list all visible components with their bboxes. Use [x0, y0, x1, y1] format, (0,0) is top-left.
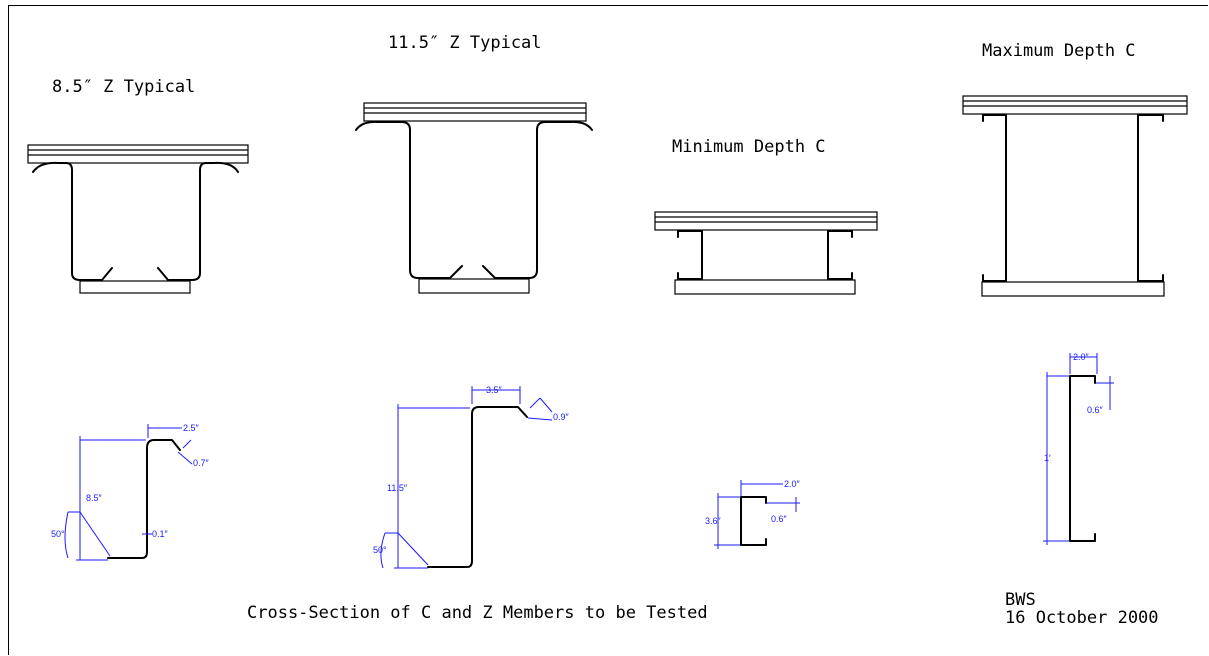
c-member-left: [982, 114, 1007, 282]
deck-plate-cmax: [962, 95, 1188, 115]
z115-flange-label: 3.5″: [486, 385, 503, 395]
z-member-right: [157, 161, 239, 281]
c-member-left: [677, 230, 703, 280]
detail-cmin: 3.6″ 2.0″ 0.6″: [705, 479, 801, 549]
cmax-flange-label: 2.0″: [1073, 352, 1090, 362]
z85-flange-label: 2.5″: [183, 423, 200, 433]
cmax-depth-label: 1′: [1044, 453, 1051, 463]
title-z85: 8.5″ Z Typical: [52, 77, 195, 97]
assembly-z85: [27, 144, 249, 294]
z115-profile: [427, 406, 528, 568]
assembly-z115: [355, 102, 593, 294]
cmin-depth-label: 3.6″: [705, 516, 722, 526]
title-cmin: Minimum Depth C: [672, 137, 826, 157]
z-member-right: [482, 120, 593, 279]
detail-z85: 8.5″ 2.5″ 0.7″ 0.1″ 50°: [51, 423, 210, 561]
assembly-cmin: [654, 211, 878, 295]
detail-z115: 11.5″ 3.5″ 0.9″ 50°: [373, 385, 570, 569]
cmin-flange-label: 2.0″: [784, 479, 801, 489]
cmin-lip-label: 0.6″: [771, 514, 788, 524]
z-member-left: [355, 120, 463, 279]
detail-cmax: 1′ 2.0″ 0.6″: [1043, 352, 1114, 545]
z115-angle-label: 50°: [373, 545, 387, 555]
base-plate-z115: [418, 278, 530, 294]
c-member-right: [827, 230, 853, 280]
base-plate-z85: [79, 280, 191, 294]
title-cmax: Maximum Depth C: [982, 41, 1136, 61]
z85-lip-label: 0.7″: [193, 458, 210, 468]
z115-lip-label: 0.9″: [553, 412, 570, 422]
assembly-cmax: [962, 95, 1188, 297]
author-initials: BWS: [1005, 590, 1036, 610]
title-z115: 11.5″ Z Typical: [388, 33, 542, 53]
c-member-right: [1137, 114, 1164, 282]
cmax-lip-label: 0.6″: [1087, 405, 1104, 415]
z85-thickness-label: 0.1″: [152, 529, 169, 539]
base-plate-cmin: [674, 279, 856, 295]
base-plate-cmax: [981, 281, 1165, 297]
z85-depth-label: 8.5″: [86, 493, 103, 503]
drawing-caption: Cross-Section of C and Z Members to be T…: [247, 603, 708, 623]
z85-profile: [107, 439, 181, 559]
cmax-profile: [1069, 375, 1096, 542]
deck-plate-z115: [363, 102, 587, 122]
z85-angle-label: 50°: [51, 529, 65, 539]
drawing-date: 16 October 2000: [1005, 608, 1159, 628]
cmin-profile: [740, 496, 767, 546]
deck-plate-cmin: [654, 211, 878, 231]
z115-depth-label: 11.5″: [387, 483, 408, 493]
z-member-left: [32, 161, 113, 281]
deck-plate-z85: [27, 144, 249, 164]
drawing-frame: [8, 5, 1208, 655]
